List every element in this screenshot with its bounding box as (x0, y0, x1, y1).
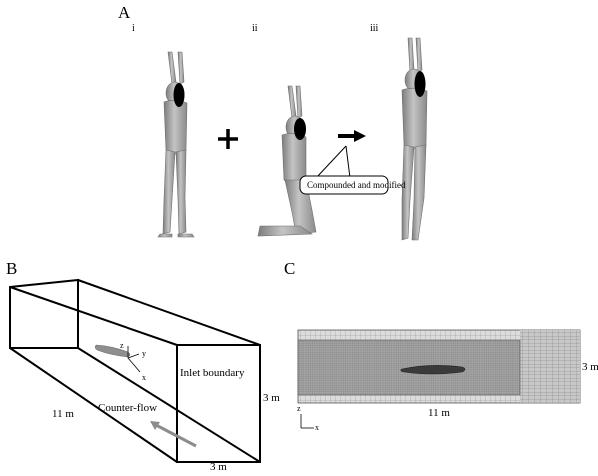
panel-a-sub-i: i (132, 23, 135, 34)
callout-label: Compounded and modified (307, 180, 406, 190)
panel-c-letter: C (284, 259, 296, 278)
panel-a-letter: A (118, 3, 131, 22)
axis-y-label-b: y (142, 349, 146, 358)
swimmer-mesh-model (400, 365, 466, 375)
axis-x-label-b: x (142, 373, 146, 382)
domain-length-label: 11 m (52, 408, 74, 420)
mesh-height-label: 3 m (582, 361, 598, 373)
head-marker-i (173, 83, 185, 107)
domain-width-label: 3 m (210, 461, 227, 473)
panel-a-sub-ii: ii (252, 23, 258, 34)
domain-height-label: 3 m (263, 392, 280, 404)
standing-figure-iii (401, 37, 428, 241)
inlet-boundary-label: Inlet boundary (180, 367, 245, 379)
panel-b-letter: B (6, 259, 18, 278)
axis-x-label-c: x (315, 423, 319, 432)
counterflow-arrow (150, 421, 197, 448)
arrow-right-icon (338, 130, 366, 142)
axes-triad-b (127, 346, 141, 373)
counterflow-label: Counter-flow (98, 402, 158, 414)
panel-a-sub-iii: iii (370, 23, 379, 34)
standing-figure-i (157, 51, 195, 238)
domain-box (9, 278, 261, 463)
plus-icon (218, 129, 238, 149)
axis-z-label-b: z (120, 341, 124, 350)
head-marker-ii (294, 118, 306, 140)
axis-z-label-c: z (297, 404, 301, 413)
callout-box (299, 175, 389, 195)
callout-connector (315, 145, 351, 179)
head-marker-iii (414, 71, 426, 97)
mesh-length-label: 11 m (428, 407, 450, 419)
axes-triad-c (300, 414, 314, 429)
